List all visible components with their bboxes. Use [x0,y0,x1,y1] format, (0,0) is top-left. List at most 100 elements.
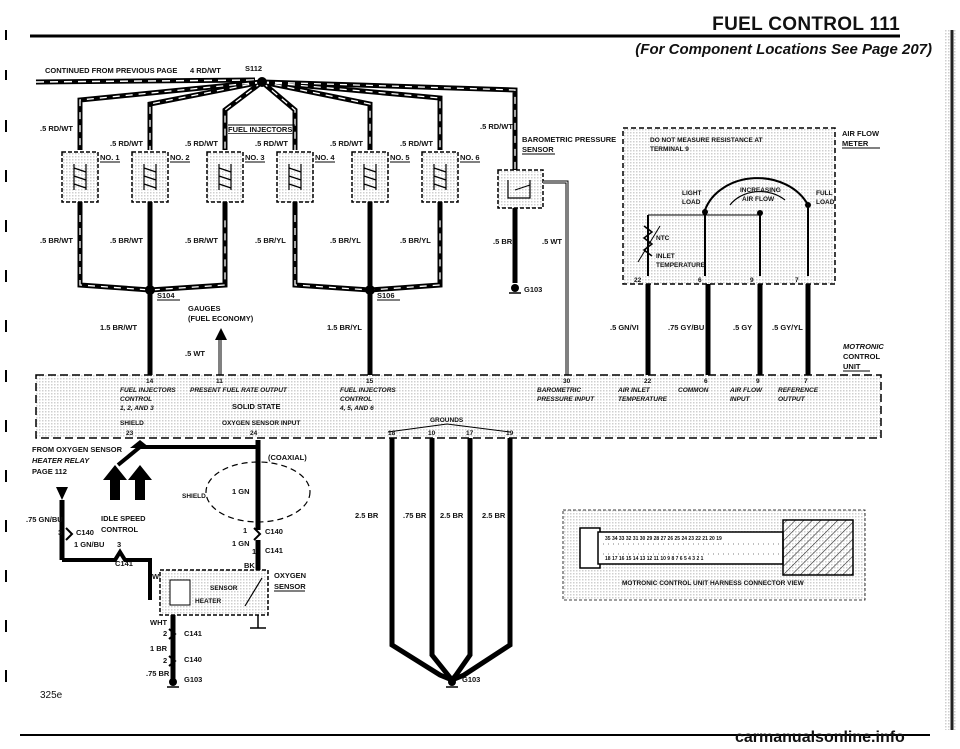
g103-bundle: G103 [462,675,480,684]
ecu-pin-desc-1: REFERENCE [778,387,819,394]
continued-label: CONTINUED FROM PREVIOUS PAGE [45,66,177,75]
injector-coil [218,164,232,190]
injector-number: NO. 3 [245,153,265,162]
baro-ground-label: G103 [524,285,542,294]
injector-2: NO. 2.5 RD/WT.5 BR/WT [110,139,190,245]
ecu-pin-number: 9 [756,378,760,385]
heater-label: HEATER [195,598,222,605]
injector-number: NO. 4 [315,153,335,162]
gn-b: 1 GN [232,539,250,548]
ecu-pin-desc-3: 1, 2, AND 3 [120,405,154,412]
ecu-pin-desc-2: CONTROL [120,396,152,403]
gnd-wire-3: 2.5 BR [440,511,464,520]
br-1: 1 BR [150,644,168,653]
afm-full-1: FULL [816,190,833,197]
injector-coil [288,164,302,190]
baro-name-1: BAROMETRIC PRESSURE [522,135,616,144]
ecu-pin-desc-2: PRESSURE INPUT [537,396,595,403]
afm-note-2: TERMINAL 9 [650,146,689,153]
injector-coil [73,164,87,190]
afm-wire-1: .5 GN/VI [610,323,639,332]
ecu-ground-pin-19: 19 [506,430,514,437]
ecu-pin-23: 23 [126,430,134,437]
ecu-pin-desc-3: 4, 5, AND 6 [339,405,374,412]
connector-top-pins: 35 34 33 32 31 30 29 28 27 26 25 24 23 2… [605,536,722,542]
ecu-pin-desc-1: AIR FLOW [729,387,763,394]
ecu-name-1: MOTRONIC [843,342,884,351]
gauges-label-2: (FUEL ECONOMY) [188,314,254,323]
gn-a: 1 GN [232,487,250,496]
ecu-pin-desc-2: CONTROL [340,396,372,403]
afm-inlet-2: TEMPERATURE [656,262,706,269]
pin-3b: 3 [117,540,121,549]
page-title: FUEL CONTROL 111 [712,14,900,35]
gauges-label-1: GAUGES [188,304,221,313]
injector-coil [363,164,377,190]
c141-a: C141 [115,559,133,568]
c140-b: C140 [265,527,283,536]
ecu-pin-number: 6 [704,378,708,385]
idle-2: CONTROL [101,525,138,534]
afm-pin-6: 6 [698,277,702,284]
ecu-pin-number: 11 [216,378,223,385]
ecu-pin-24: 24 [250,430,258,437]
afm-name-1: AIR FLOW [842,129,880,138]
from-o2-1: FROM OXYGEN SENSOR [32,445,123,454]
ecu-name-3: UNIT [843,362,861,371]
g103-left: G103 [184,675,202,684]
shield-label: SHIELD [182,493,206,500]
ecu-ground-pin-18: 18 [388,430,396,437]
baro-name-2: SENSOR [522,145,554,154]
afm-name-2: METER [842,139,869,148]
bk-label: BK [244,561,255,570]
injector-in-wire: .5 RD/WT [255,139,288,148]
gnd-wire-4: 2.5 BR [482,511,506,520]
ground-bundle: 2.5 BR .75 BR 2.5 BR 2.5 BR G103 [355,438,513,688]
injector-in-wire: .5 RD/WT [400,139,433,148]
connector-bottom-pins: 18 17 16 15 14 13 12 11 10 9 8 7 6 5 4 3… [605,556,704,562]
injector-body [421,151,459,203]
injector-6: NO. 6.5 RD/WT.5 BR/YL [400,139,480,245]
ecu-pin-desc-1: BAROMETRIC [537,387,581,394]
right-edge-shade [944,30,956,730]
coaxial-label: (COAXIAL) [268,453,307,462]
page-code: 325e [40,690,63,701]
afm-light-2: LOAD [682,199,701,206]
injector-body [131,151,169,203]
left-in-wire-label: .5 RD/WT [40,124,73,133]
afm-increasing-2: AIR FLOW [742,196,775,203]
injector-coil [143,164,157,190]
afm-full-2: LOAD [816,199,835,206]
wire-1gnbu: 1 GN/BU [74,540,104,549]
injector-in-wire: .5 RD/WT [185,139,218,148]
ecu-pin-desc-2: OUTPUT [778,396,806,403]
injector-out-wire-label: .5 BR/YL [330,236,361,245]
injector-out-wire-label: .5 BR/WT [185,236,218,245]
baro-wt-wire-label: .5 WT [542,237,562,246]
c140-c: C140 [184,655,202,664]
injector-in-wire: .5 RD/WT [110,139,143,148]
ecu-pin-number: 30 [563,378,571,385]
ecu-solid-state: SOLID STATE [232,402,280,411]
c141-c: C141 [184,629,202,638]
injector-in-wire: .5 RD/WT [330,139,363,148]
oxygen-sensor-section: FROM OXYGEN SENSOR HEATER RELAY PAGE 112… [26,440,311,688]
sensor-label: SENSOR [210,585,238,592]
afm-light-1: LIGHT [682,190,702,197]
return-buses [77,215,443,380]
wire-75gnbu: .75 GN/BU [26,515,63,524]
afm-pin-22: 22 [634,277,642,284]
watermark-footer: carmanualsonline.info [735,729,905,746]
page-subtitle: (For Component Locations See Page 207) [635,41,932,58]
ecu-pin-number: 22 [644,378,652,385]
ecu-pin-desc-1: AIR INLET [617,387,651,394]
from-o2-3: PAGE 112 [32,467,67,476]
from-o2-2: HEATER RELAY [32,456,90,465]
